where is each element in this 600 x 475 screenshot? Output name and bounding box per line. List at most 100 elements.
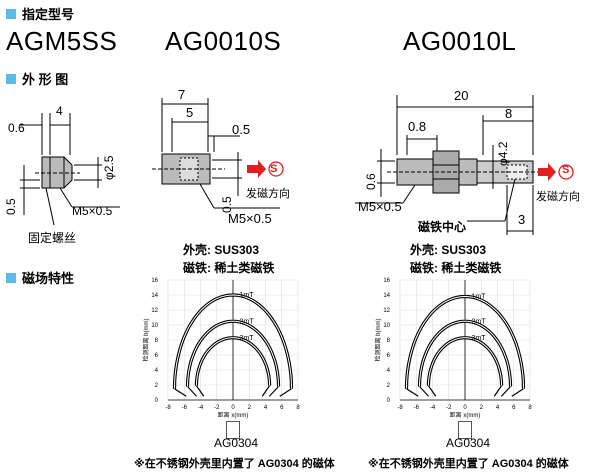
ag0010l-drawing <box>355 95 574 235</box>
series-leg <box>419 386 430 397</box>
section-outline: 外 形 图 <box>6 69 68 88</box>
x-tick-label: -4 <box>430 405 436 411</box>
ag0010s-shell: 外壳: SUS303 <box>183 243 260 257</box>
y-axis-label: 检测距离 h(mm) <box>374 319 382 362</box>
series-curve <box>187 320 279 387</box>
series-label: 2mT <box>240 318 255 325</box>
section-square-icon <box>6 73 16 84</box>
sensor-ag0304-icon <box>458 421 472 439</box>
model-agm5ss: AGM5SS <box>6 26 118 56</box>
x-tick-label: -6 <box>182 405 188 411</box>
y-tick-label: 14 <box>383 293 390 299</box>
series-leg <box>279 388 292 397</box>
agm5ss-dim-phi25: φ2.5 <box>102 155 116 180</box>
x-axis-label: 距离 x(mm) <box>450 411 481 419</box>
series-leg <box>195 385 205 397</box>
ag0010s-arrow-label: 发磁方向 <box>246 188 290 200</box>
x-tick-label: -2 <box>214 405 220 411</box>
x-tick-label: 2 <box>480 405 484 411</box>
y-tick-label: 4 <box>155 368 159 374</box>
series-leg <box>261 385 271 397</box>
agm5ss-nut-label: 固定螺丝 <box>28 231 77 245</box>
agm5ss-drawing <box>20 113 120 226</box>
x-tick-label: 6 <box>280 405 284 411</box>
sensor-label-1: AG0304 <box>214 436 259 450</box>
series-leg <box>511 388 524 397</box>
x-axis-label: 距离 x(mm) <box>218 411 249 419</box>
sensor-ag0304-icon <box>226 421 240 439</box>
x-tick-label: 0 <box>231 405 235 411</box>
model-ag0010s: AG0010S <box>165 26 282 56</box>
section-square-icon <box>6 8 16 19</box>
series-curve <box>427 337 503 386</box>
ag0010l-dim-phi42: φ4.2 <box>496 141 510 166</box>
y-tick-label: 8 <box>387 338 391 344</box>
ag0010l-center: 磁铁中心 <box>418 220 467 234</box>
x-tick-label: -6 <box>414 405 420 411</box>
series-leg <box>187 386 198 397</box>
y-tick-label: 4 <box>387 368 391 374</box>
model-ag0010l: AG0010L <box>403 26 517 56</box>
series-label: 1mT <box>240 292 255 299</box>
series-curve <box>174 294 292 389</box>
agm5ss-dim-4: 4 <box>56 104 63 118</box>
x-tick-label: 8 <box>296 405 300 411</box>
y-tick-label: 0 <box>155 398 159 404</box>
x-tick-label: -8 <box>397 405 403 411</box>
ag0010s-magnet: 磁铁: 稀土类磁铁 <box>183 261 275 275</box>
series-label: 3mT <box>472 335 487 342</box>
agm5ss-dim-06: 0.6 <box>8 121 25 135</box>
note-1: ※在不锈钢外壳里内置了 AG0304 的磁体 <box>134 458 335 470</box>
ag0010s-dim-7: 7 <box>178 87 186 102</box>
section-square-icon <box>6 272 16 283</box>
x-tick-label: -8 <box>165 405 171 411</box>
x-tick-label: 4 <box>496 405 500 411</box>
y-axis-label: 检测距离 h(mm) <box>142 319 150 362</box>
x-tick-label: 4 <box>264 405 268 411</box>
y-tick-label: 12 <box>383 308 390 314</box>
x-tick-label: 0 <box>463 405 467 411</box>
section-spec-model: 指定型号 <box>6 4 74 23</box>
series-label: 2mT <box>472 318 487 325</box>
series-curve <box>406 295 524 389</box>
section-magnetic: 磁场特性 <box>6 268 74 287</box>
series-label: 1mT <box>472 294 487 301</box>
x-tick-label: 2 <box>248 405 252 411</box>
series-leg <box>174 388 187 397</box>
sensor-label-2: AG0304 <box>446 436 491 450</box>
agm5ss-dim-05: 0.5 <box>4 198 18 215</box>
ag0010l-dim-08: 0.8 <box>408 119 427 134</box>
y-tick-label: 2 <box>387 383 391 389</box>
ag0010s-s-mark: S <box>270 163 278 175</box>
y-tick-label: 10 <box>151 323 158 329</box>
series-leg <box>427 385 437 397</box>
agm5ss-thread: M5×0.5 <box>72 204 113 218</box>
y-tick-label: 16 <box>151 278 158 284</box>
ag0010s-dim-5: 5 <box>186 105 194 120</box>
y-tick-label: 14 <box>151 293 158 299</box>
ag0010l-shell: 外壳: SUS303 <box>410 243 487 257</box>
y-tick-label: 2 <box>155 383 159 389</box>
series-leg <box>493 385 503 397</box>
x-tick-label: 6 <box>512 405 516 411</box>
ag0010l-magnet: 磁铁: 稀土类磁铁 <box>410 261 502 275</box>
ag0010s-drawing <box>152 98 284 209</box>
y-tick-label: 12 <box>151 308 158 314</box>
series-curve <box>419 320 511 387</box>
ag0010l-thread: M5×0.5 <box>358 199 402 214</box>
x-tick-label: -4 <box>198 405 204 411</box>
x-tick-label: -2 <box>446 405 452 411</box>
ag0010l-dim-20: 20 <box>454 88 469 103</box>
ag0010l-dim-8: 8 <box>505 106 513 121</box>
y-tick-label: 6 <box>155 353 159 359</box>
series-curve <box>195 337 271 386</box>
y-tick-label: 6 <box>387 353 391 359</box>
x-tick-label: 8 <box>528 405 532 411</box>
y-tick-label: 10 <box>383 323 390 329</box>
ag0010l-dim-3: 3 <box>518 212 526 227</box>
series-leg <box>268 386 279 397</box>
note-2: ※在不锈钢外壳里内置了 AG0304 的磁体 <box>368 458 569 470</box>
y-tick-label: 0 <box>387 398 391 404</box>
